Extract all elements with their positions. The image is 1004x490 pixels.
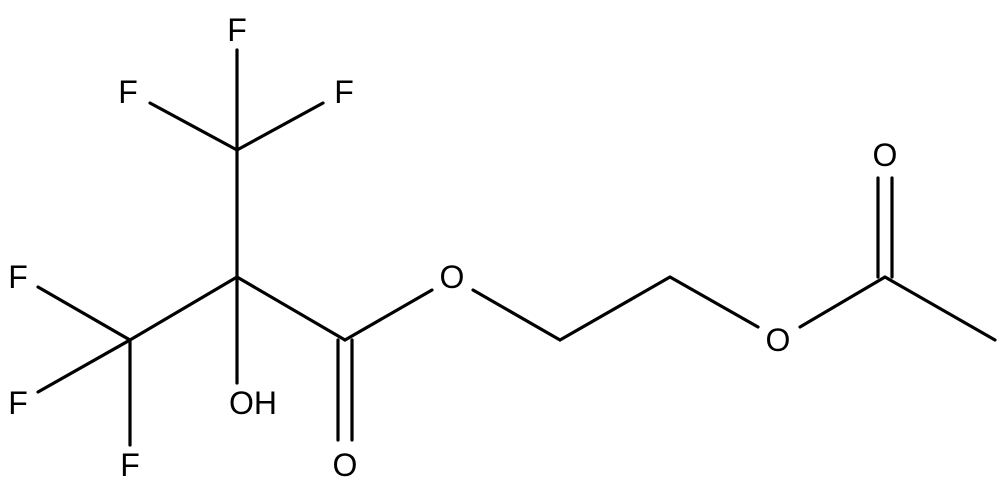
atom-label-carbonyl-o: O	[333, 447, 358, 483]
bond-cf3bottom-f-mid-left	[36, 285, 132, 342]
atom-label-f-mid-left: F	[8, 259, 28, 295]
bond-ch2b-acetate-o	[668, 275, 760, 329]
bond-cf3bottom-f-lower-left	[36, 338, 132, 394]
atom-label-f-bottom: F	[120, 447, 140, 483]
atom-label-ester-o: O	[440, 259, 465, 295]
bond-ch2a-ch2b	[558, 275, 672, 342]
bonds	[36, 48, 997, 447]
bond-cf3top-f-upper-left	[148, 101, 239, 152]
atom-label-f-top: F	[227, 12, 247, 48]
bond-acetate-o-carbon	[798, 275, 887, 329]
bond-central-carbonyl	[235, 275, 347, 342]
atom-label-acetate-carbonyl-o: O	[873, 137, 898, 173]
atom-label-f-upper-right: F	[334, 74, 354, 110]
bond-carbonyl-ester-o	[343, 288, 434, 342]
atom-labels: F F F F F F OH O O O O	[8, 12, 897, 483]
bond-cf3top-f-upper-right	[235, 101, 325, 152]
atom-label-f-lower-left: F	[8, 385, 28, 421]
bond-central-cf3bottom	[128, 275, 239, 342]
bond-ester-o-ch2a	[471, 288, 562, 342]
atom-label-f-upper-left: F	[118, 74, 138, 110]
atom-label-hydroxyl: OH	[229, 385, 277, 421]
bond-acetate-methyl	[883, 275, 997, 342]
atom-label-acetate-ester-o: O	[766, 322, 791, 358]
